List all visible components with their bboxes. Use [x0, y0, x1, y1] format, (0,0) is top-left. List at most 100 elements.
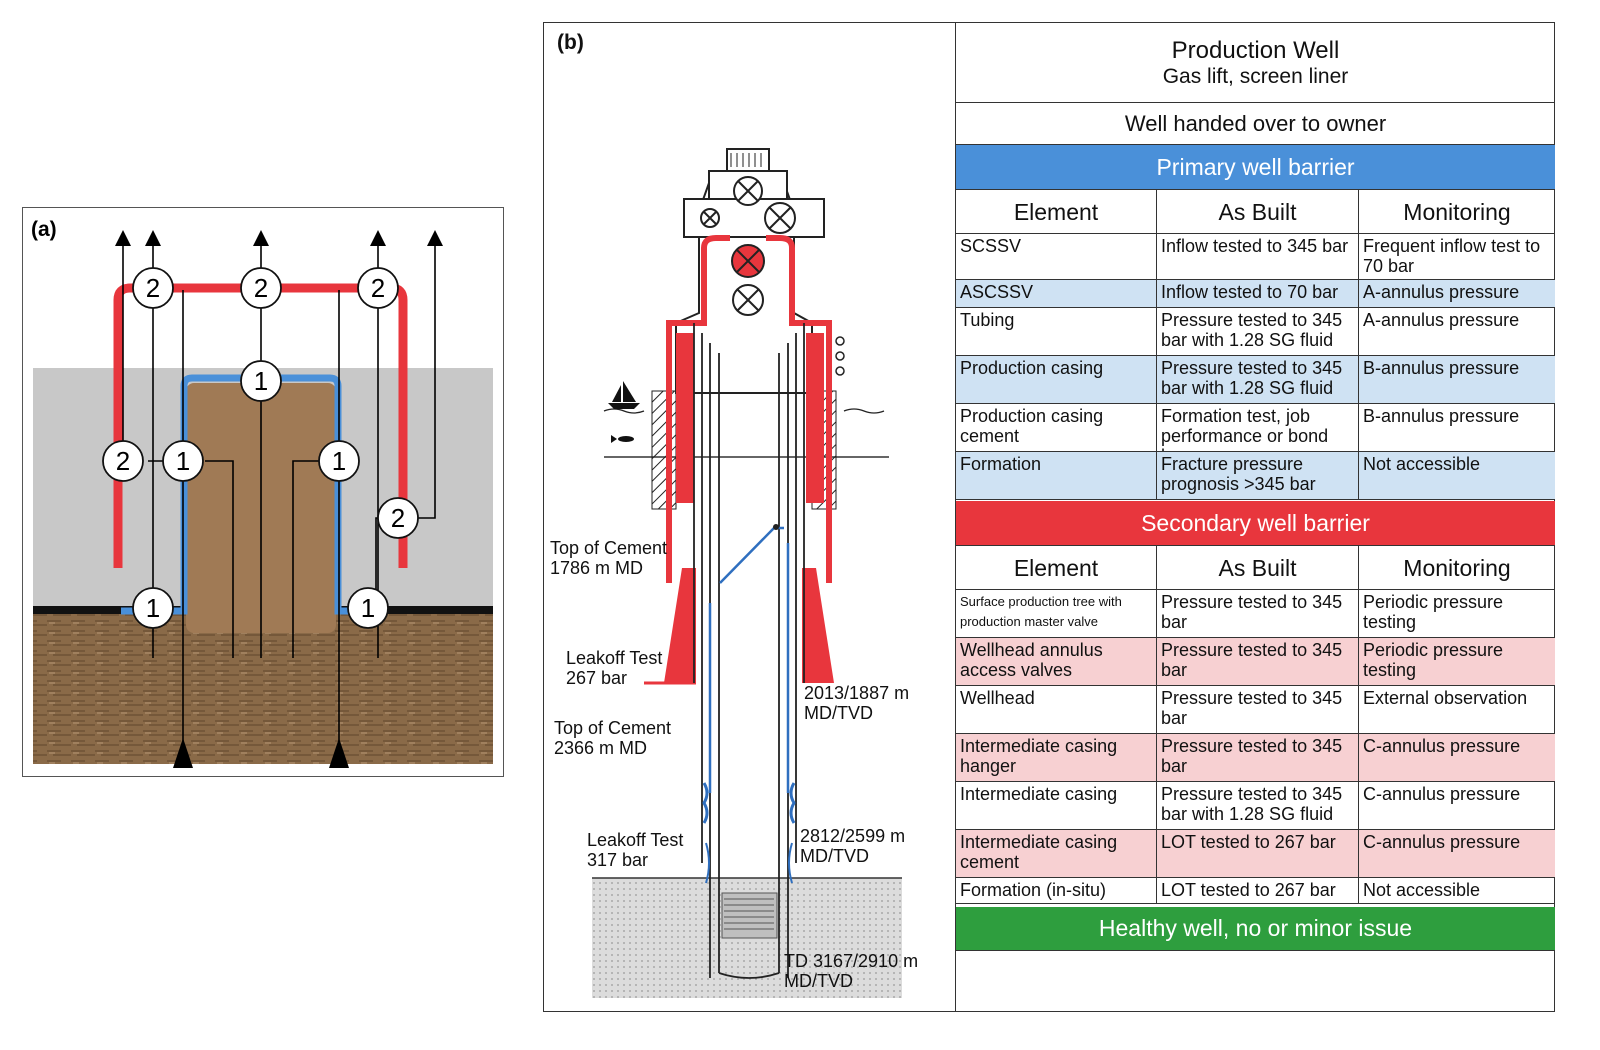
panel-a-label: (a) — [31, 218, 57, 241]
secondary-row: Formation (in-situ)LOT tested to 267 bar… — [956, 878, 1555, 904]
well-status: Well handed over to owner — [956, 103, 1555, 145]
column-header-monitoring: Monitoring — [1403, 198, 1511, 225]
svg-text:2: 2 — [116, 446, 130, 476]
as-built-cell: Pressure tested to 345 bar with 1.28 SG … — [1157, 308, 1359, 355]
monitoring-cell: External observation — [1363, 688, 1528, 708]
svg-text:2: 2 — [254, 273, 268, 303]
svg-text:2: 2 — [371, 273, 385, 303]
as-built-cell: LOT tested to 267 bar — [1157, 830, 1359, 877]
as-built-cell: Inflow tested to 345 bar — [1157, 234, 1359, 279]
element-cell: Intermediate casing — [956, 782, 1157, 829]
as-built-cell: Fracture pressure prognosis >345 bar — [1157, 452, 1359, 499]
barrier-schematic: 2 2 2 1 2 1 1 2 1 1 (a) — [31, 218, 493, 768]
secondary-column-headers: Element As Built Monitoring — [956, 546, 1555, 590]
svg-text:1: 1 — [332, 446, 346, 476]
element-cell: Formation — [956, 452, 1157, 499]
element-cell: SCSSV — [956, 234, 1157, 279]
soil-zone — [33, 612, 493, 764]
table-title-block: Production Well Gas lift, screen liner — [956, 23, 1555, 103]
svg-text:2: 2 — [391, 503, 405, 533]
primary-barrier-outline — [708, 526, 790, 793]
table-title: Production Well — [1171, 36, 1340, 64]
as-built-cell: Formation test, job performance or bond … — [1157, 404, 1359, 451]
svg-text:1: 1 — [146, 593, 160, 623]
as-built-cell: Pressure tested to 345 bar with 1.28 SG … — [1157, 356, 1359, 403]
primary-column-headers: Element As Built Monitoring — [956, 190, 1555, 234]
monitoring-cell: B-annulus pressure — [1363, 358, 1520, 378]
svg-text:2: 2 — [146, 273, 160, 303]
conductor-left — [651, 390, 677, 510]
primary-barrier-marker: 1 — [347, 587, 389, 629]
monitoring-cell: Frequent inflow test to 70 bar — [1363, 236, 1541, 276]
as-built-cell: Pressure tested to 345 bar — [1157, 734, 1359, 781]
secondary-row: Surface production tree with production … — [956, 590, 1555, 638]
element-cell: Intermediate casing cement — [956, 830, 1157, 877]
svg-text:1: 1 — [254, 366, 268, 396]
element-cell: Formation (in-situ) — [956, 878, 1157, 903]
secondary-barrier-marker: 2 — [357, 267, 399, 309]
boat-icon — [608, 381, 640, 409]
panel-b-label: (b) — [557, 31, 584, 54]
svg-text:1: 1 — [361, 593, 375, 623]
panel-a: 2 2 2 1 2 1 1 2 1 1 (a) — [22, 207, 504, 777]
as-built-cell: Pressure tested to 345 bar with 1.28 SG … — [1157, 782, 1359, 829]
as-built-cell: Pressure tested to 345 bar — [1157, 638, 1359, 685]
monitoring-cell: C-annulus pressure — [1363, 784, 1521, 804]
column-header-element: Element — [956, 546, 1157, 589]
monitoring-cell: Not accessible — [1363, 454, 1481, 474]
monitoring-cell: A-annulus pressure — [1363, 310, 1520, 330]
column-header-as-built: As Built — [1157, 190, 1359, 233]
health-status-bar: Healthy well, no or minor issue — [956, 907, 1555, 951]
secondary-barrier-outline — [666, 235, 832, 583]
primary-barrier-marker: 1 — [162, 440, 204, 482]
monitoring-cell: C-annulus pressure — [1363, 832, 1521, 852]
monitoring-cell: A-annulus pressure — [1363, 282, 1520, 302]
element-cell: Intermediate casing hanger — [956, 734, 1157, 781]
panel-b: (b) — [543, 22, 1555, 1012]
primary-barrier-header: Primary well barrier — [956, 145, 1555, 190]
element-cell: Surface production tree with production … — [956, 590, 1157, 637]
tree-cap — [726, 148, 770, 172]
secondary-barrier-header: Secondary well barrier — [956, 501, 1555, 546]
as-built-cell: Pressure tested to 345 bar — [1157, 686, 1359, 733]
primary-barrier-marker: 1 — [240, 360, 282, 402]
secondary-barrier-marker: 2 — [377, 497, 419, 539]
well-schematic — [592, 148, 902, 998]
monitoring-cell: Not accessible — [1363, 880, 1481, 900]
as-built-cell: LOT tested to 267 bar — [1157, 878, 1359, 903]
monitoring-cell: C-annulus pressure — [1363, 736, 1521, 756]
monitoring-cell: B-annulus pressure — [1363, 406, 1520, 426]
monitoring-cell: Periodic pressure testing — [1363, 640, 1504, 680]
primary-barrier-marker: 1 — [318, 440, 360, 482]
element-cell: Wellhead — [956, 686, 1157, 733]
element-cell: Production casing cement — [956, 404, 1157, 451]
element-cell: Production casing — [956, 356, 1157, 403]
secondary-barrier-marker: 2 — [132, 267, 174, 309]
primary-barrier-marker: 1 — [132, 587, 174, 629]
column-header-monitoring: Monitoring — [1403, 554, 1511, 581]
monitoring-cell: Periodic pressure testing — [1363, 592, 1504, 632]
secondary-barrier-marker: 2 — [102, 440, 144, 482]
element-cell: Wellhead annulus access valves — [956, 638, 1157, 685]
as-built-cell: Inflow tested to 70 bar — [1157, 280, 1359, 307]
column-header-as-built: As Built — [1157, 546, 1359, 589]
svg-text:1: 1 — [176, 446, 190, 476]
